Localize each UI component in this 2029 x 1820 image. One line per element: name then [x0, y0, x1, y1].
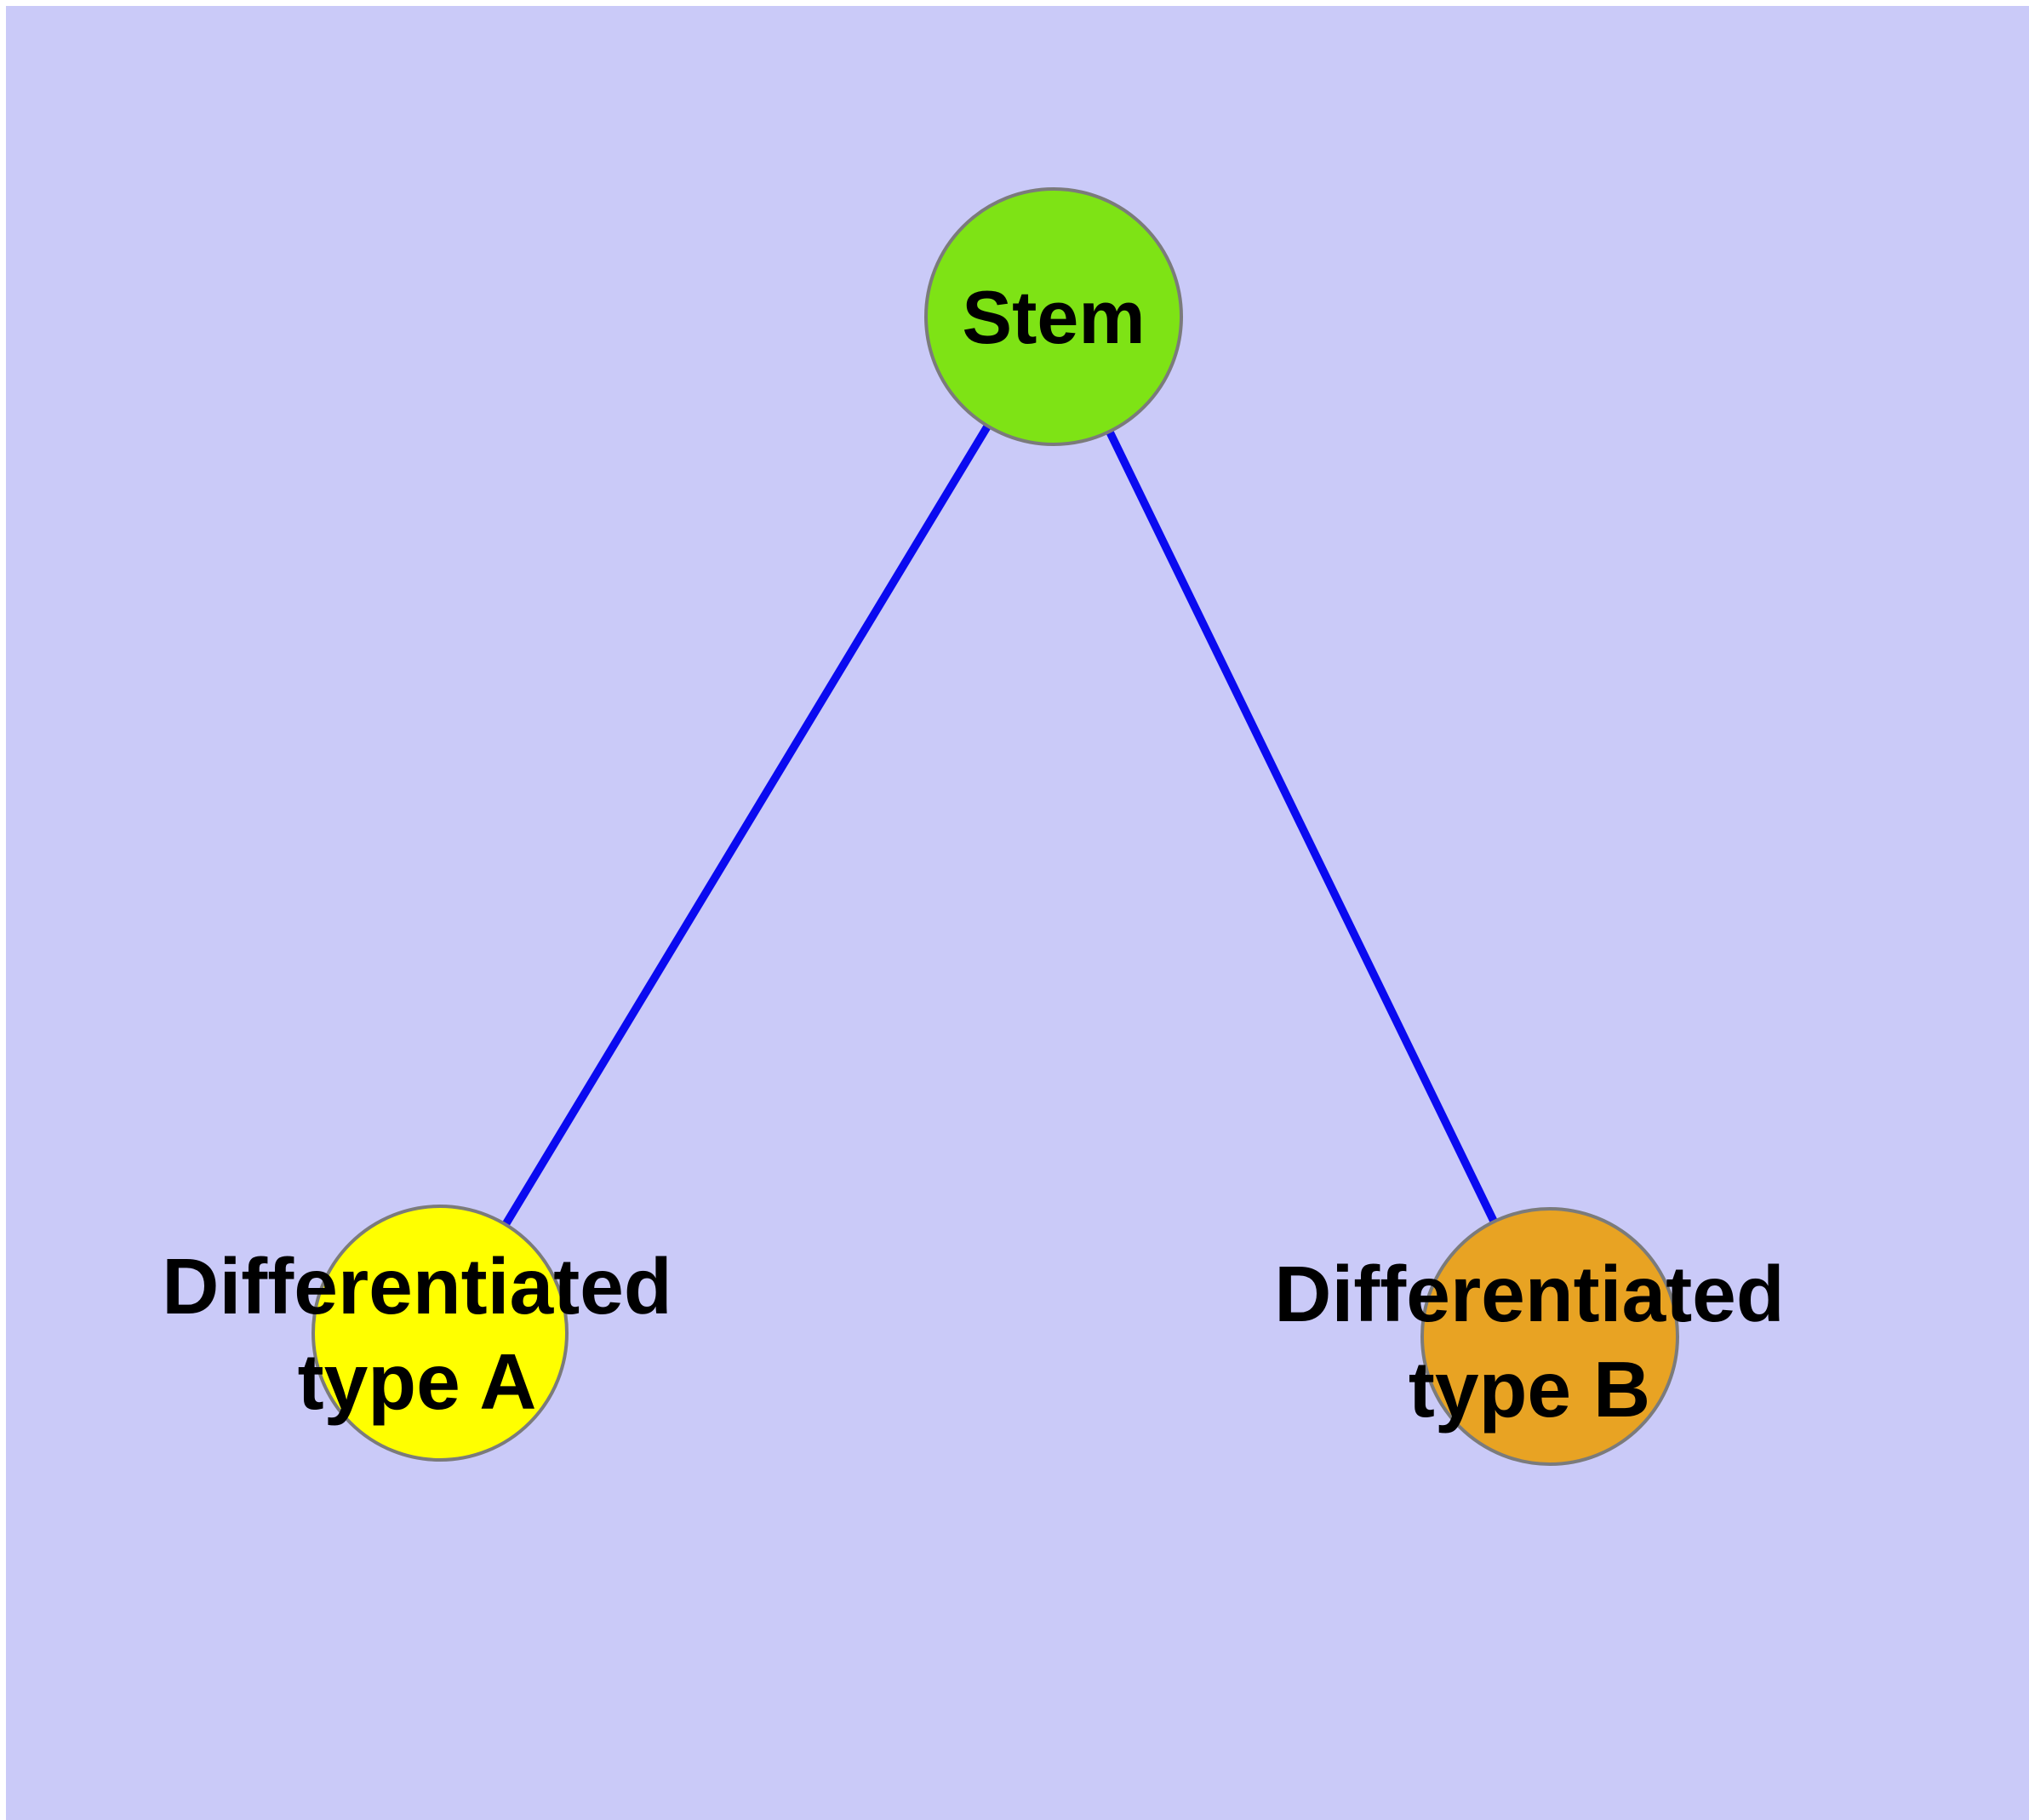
- edge-stem-to-type-a: [436, 314, 1058, 1336]
- node-label-differentiated-type-a: Differentiated type A: [162, 1242, 672, 1426]
- node-label-differentiated-type-b: Differentiated type B: [1274, 1250, 1785, 1434]
- node-stem: [924, 187, 1183, 446]
- edges-layer: [436, 314, 1554, 1339]
- diagram-canvas: Stem Differentiated type A Differentiate…: [6, 6, 2029, 1820]
- edge-stem-to-type-b: [1049, 314, 1554, 1339]
- node-differentiated-type-b: [1420, 1207, 1679, 1466]
- node-differentiated-type-a: [311, 1205, 569, 1462]
- node-label-stem: Stem: [962, 275, 1146, 359]
